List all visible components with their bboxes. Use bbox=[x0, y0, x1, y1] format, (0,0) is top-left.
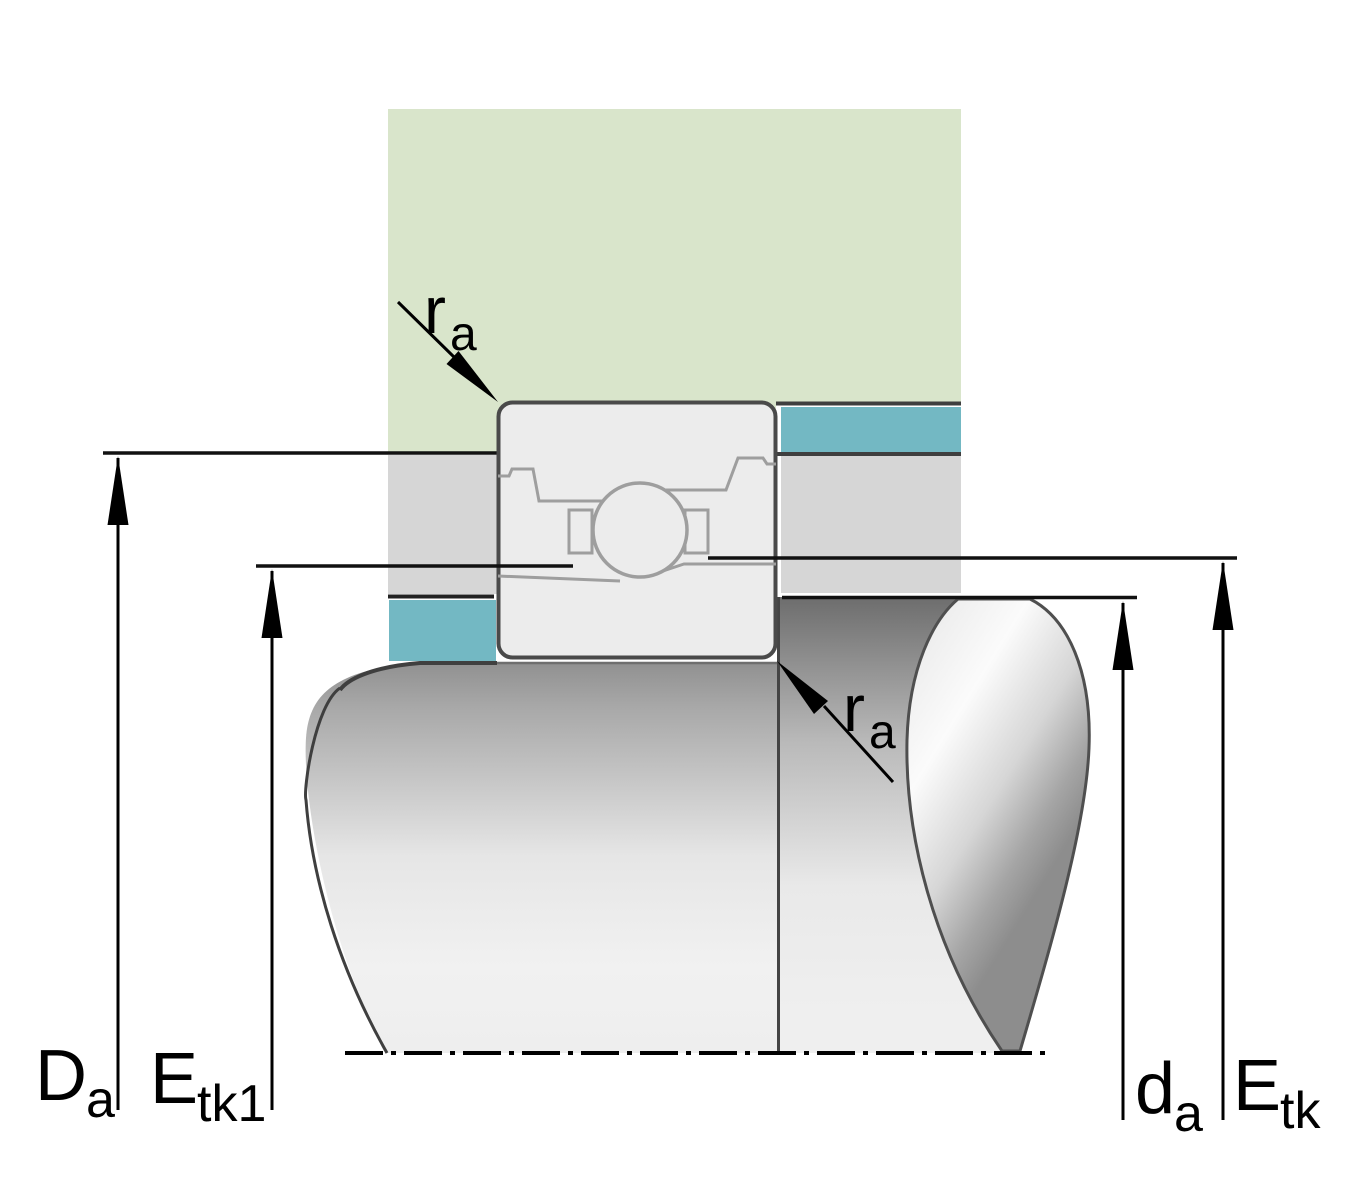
ra-top-label-sub: a bbox=[450, 308, 477, 361]
Etk1-arrowhead bbox=[261, 569, 283, 638]
bore-strip-left bbox=[388, 455, 497, 594]
outer-ring-contour-left bbox=[498, 467, 603, 503]
housing-block bbox=[388, 109, 961, 452]
inner-spacer-ring bbox=[389, 600, 496, 661]
shaft-section bbox=[305, 662, 779, 1053]
Etk-label: E bbox=[1233, 1046, 1281, 1126]
Etk1-label: E bbox=[150, 1039, 198, 1119]
ra-bottom-label: r bbox=[843, 671, 865, 745]
outer-spacer-ring bbox=[781, 407, 961, 452]
outer-ring-contour-right bbox=[666, 456, 776, 492]
ra-top-leader-line bbox=[396, 300, 457, 360]
ra-bottom-leader-line bbox=[822, 704, 895, 784]
Da-arrowhead bbox=[107, 456, 129, 525]
inner-ring-contour-left bbox=[497, 574, 621, 583]
da-arrowhead bbox=[1112, 601, 1134, 670]
bore-strip-right bbox=[781, 456, 961, 593]
ra-bottom-label-sub: a bbox=[869, 706, 896, 759]
Da-label: D bbox=[35, 1036, 87, 1116]
Da-label-sub: a bbox=[86, 1071, 115, 1129]
Etk1-label-sub: tk1 bbox=[197, 1075, 266, 1133]
Etk-label-sub: tk bbox=[1280, 1082, 1321, 1140]
da-label-sub: a bbox=[1174, 1085, 1203, 1143]
ra-bottom-arrowhead bbox=[777, 661, 828, 714]
ra-top-arrowhead bbox=[446, 351, 498, 402]
ra-top-label: r bbox=[424, 273, 446, 347]
Etk-arrowhead bbox=[1212, 561, 1234, 630]
shaft-left-contour bbox=[304, 686, 389, 1054]
shaft-top-edge bbox=[338, 661, 497, 692]
da-label: d bbox=[1135, 1049, 1175, 1129]
bearing-ball bbox=[591, 481, 689, 579]
